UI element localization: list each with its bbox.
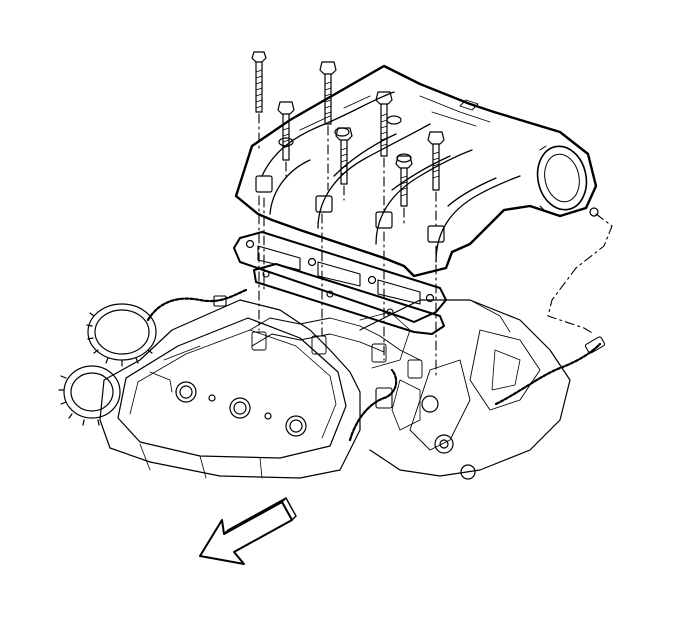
bolt xyxy=(251,51,267,113)
lower-left-sprocket xyxy=(58,365,121,426)
wiring-harness xyxy=(146,288,602,442)
intake-runners xyxy=(261,91,521,263)
valve-cover xyxy=(117,317,347,459)
intake-manifold-outline xyxy=(234,64,598,278)
wiring-harness-center xyxy=(348,368,398,442)
engine-right-side xyxy=(359,299,571,477)
bolt xyxy=(335,127,353,185)
alignment-lines xyxy=(258,113,613,379)
throttle-body-opening xyxy=(536,145,588,213)
bolt xyxy=(395,155,413,207)
left-cam-sprocket xyxy=(86,303,157,367)
bolt xyxy=(427,131,445,191)
intake-manifold xyxy=(234,64,599,278)
engine-block xyxy=(58,299,571,480)
bolt xyxy=(277,101,295,161)
bolt xyxy=(319,61,337,125)
direction-arrow-icon xyxy=(199,497,297,565)
lower-gasket xyxy=(253,263,445,335)
fuel-rail-area xyxy=(249,317,423,379)
manifold-bolt-bosses xyxy=(255,115,599,243)
harness-connectors xyxy=(213,295,606,409)
spark-plug-holes xyxy=(175,381,307,437)
manifold-bolts xyxy=(251,51,445,207)
manifold-gasket xyxy=(233,231,447,323)
bolt xyxy=(375,91,393,157)
cylinder-head-outline xyxy=(99,299,361,479)
